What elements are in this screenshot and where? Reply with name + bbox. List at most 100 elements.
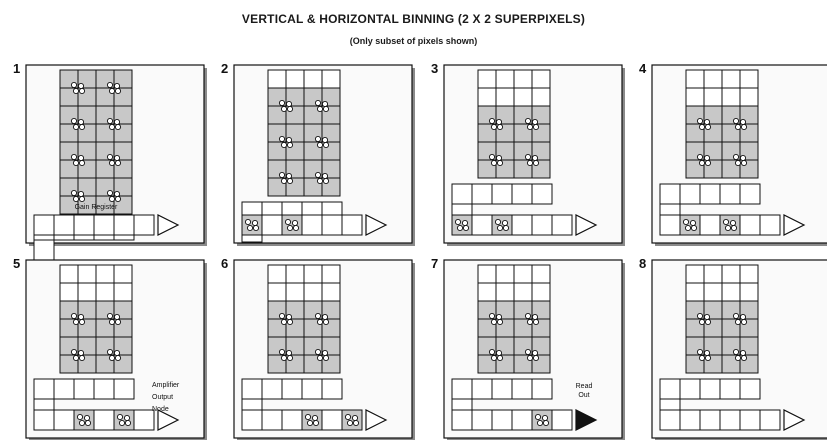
electron (252, 224, 260, 232)
electron (488, 312, 496, 320)
electron (78, 123, 86, 131)
gain-side-cell (33, 239, 55, 261)
electron (322, 105, 330, 113)
electron (690, 224, 698, 232)
serial-cell (511, 378, 533, 400)
electron (78, 87, 86, 95)
panel-number: 1 (13, 61, 20, 76)
electron (118, 419, 126, 427)
electron (314, 348, 322, 356)
gain-register-label: Gain Register (75, 204, 118, 211)
serial-cell (739, 183, 761, 205)
electron (70, 153, 78, 161)
gain-register-cell (699, 409, 721, 431)
electron (322, 177, 330, 185)
pixel-cell (531, 87, 551, 107)
electron (278, 348, 286, 356)
electron (526, 123, 534, 131)
electron (70, 189, 78, 197)
electron (108, 318, 116, 326)
electron (108, 159, 116, 167)
electron (496, 159, 504, 167)
electron (278, 171, 286, 179)
electron (531, 349, 539, 357)
electron (732, 312, 740, 320)
serial-cell (53, 378, 75, 400)
electron (114, 354, 122, 362)
electron (696, 348, 704, 356)
serial-cell (699, 183, 721, 205)
panel-4: 4 (639, 61, 827, 246)
electron (732, 348, 740, 356)
electron (696, 117, 704, 125)
gain-register-cell (471, 409, 493, 431)
pixel-cell (321, 69, 341, 89)
serial-cell (511, 183, 533, 205)
electron (292, 224, 300, 232)
diagram-subtitle: (Only subset of pixels shown) (349, 36, 478, 46)
electron (114, 318, 122, 326)
gain-register-cell (73, 214, 95, 236)
electron (488, 117, 496, 125)
electron (488, 348, 496, 356)
pixel-cell (531, 264, 551, 284)
panel-number: 3 (431, 61, 438, 76)
electron (456, 224, 464, 232)
electron (682, 218, 690, 226)
electron (703, 349, 711, 357)
electron (72, 123, 80, 131)
electron (285, 100, 293, 108)
electron (526, 354, 534, 362)
amplifier-label: Amplifier (152, 382, 180, 389)
serial-cell (491, 378, 513, 400)
electron (740, 123, 748, 131)
serial-cell (451, 378, 473, 400)
electron (321, 100, 329, 108)
electron (534, 413, 542, 421)
electron (321, 313, 329, 321)
electron (502, 224, 510, 232)
electron (739, 118, 747, 126)
electron (496, 354, 504, 362)
electron (286, 224, 294, 232)
gain-register-cell (531, 409, 553, 431)
gain-register-cell (281, 409, 303, 431)
pixel-cell (477, 282, 497, 302)
pixel-cell (531, 282, 551, 302)
gain-register-cell (491, 214, 513, 236)
electron (311, 414, 319, 422)
electron (70, 348, 78, 356)
gain-register-cell (739, 214, 761, 236)
gain-register-cell (113, 409, 135, 431)
pixel-cell (721, 69, 741, 89)
panel-2: 2 (221, 61, 415, 246)
electron (285, 313, 293, 321)
serial-cell (93, 378, 115, 400)
pixel-cell (77, 282, 97, 302)
gain-register-cell (133, 409, 155, 431)
electron (314, 171, 322, 179)
output-amplifier-icon (783, 214, 806, 236)
electron (106, 348, 114, 356)
electron (322, 141, 330, 149)
electron (84, 419, 92, 427)
electron (496, 123, 504, 131)
electron (532, 123, 540, 131)
pixel-cell (267, 264, 287, 284)
electron (732, 117, 740, 125)
electron (316, 177, 324, 185)
electron (70, 81, 78, 89)
electron (532, 159, 540, 167)
electron (280, 177, 288, 185)
electron (108, 87, 116, 95)
output-amplifier-icon (157, 214, 180, 236)
electron (312, 419, 320, 427)
pixel-cell (685, 69, 705, 89)
electron (532, 318, 540, 326)
serial-cell (679, 378, 701, 400)
pixel-cell (495, 264, 515, 284)
gain-register-cell (551, 409, 573, 431)
electron (454, 218, 462, 226)
gain-register-cell (53, 409, 75, 431)
electron (83, 414, 91, 422)
